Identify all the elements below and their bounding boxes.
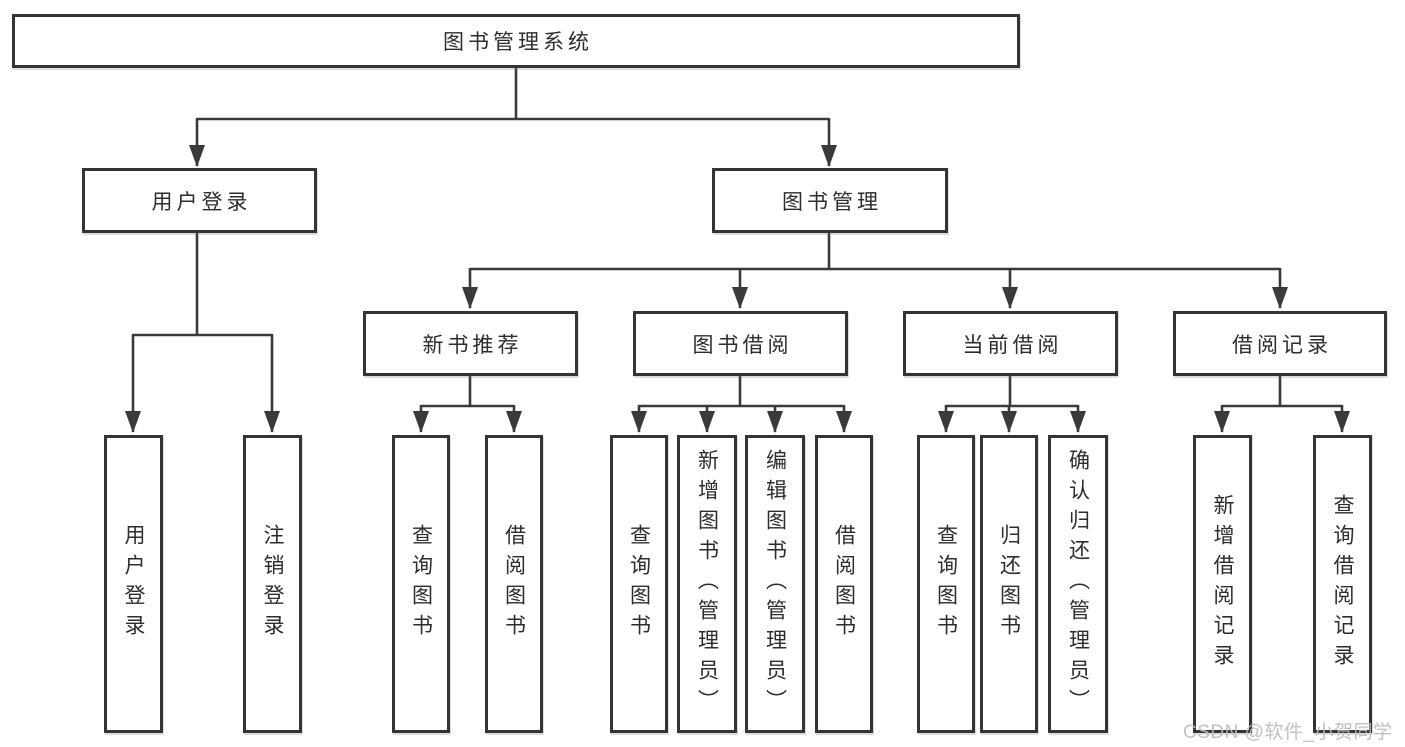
node-borrowing-records: 借阅记录 [1173, 311, 1387, 376]
node-confirm-return-admin: 确认归还（管理员） [1048, 435, 1108, 733]
branch-current-borrowing [938, 376, 1086, 433]
node-book-borrowing: 图书借阅 [633, 311, 848, 376]
node-borrow-books-recommend: 借阅图书 [485, 435, 543, 733]
node-add-borrow-record: 新增借阅记录 [1193, 435, 1252, 733]
branch-book-management [462, 233, 1288, 309]
node-new-book-recommend: 新书推荐 [363, 311, 578, 376]
node-add-book-admin: 新增图书（管理员） [677, 435, 737, 733]
node-current-borrowing: 当前借阅 [903, 311, 1118, 376]
node-logout: 注销登录 [243, 435, 302, 733]
branch-new-book-recommend [413, 376, 522, 433]
node-user-login: 用户登录 [104, 435, 163, 733]
node-return-books: 归还图书 [980, 435, 1038, 733]
node-query-books-recommend: 查询图书 [392, 435, 450, 733]
node-library-management-system: 图书管理系统 [12, 14, 1020, 68]
node-user-login-group: 用户登录 [82, 168, 317, 233]
branch-user-login [125, 233, 280, 433]
node-query-books-current: 查询图书 [917, 435, 975, 733]
branch-root [189, 68, 837, 167]
branch-borrowing-records [1214, 376, 1350, 433]
node-query-borrow-record: 查询借阅记录 [1313, 435, 1372, 733]
node-book-management: 图书管理 [712, 168, 948, 233]
node-query-books-borrowing: 查询图书 [610, 435, 668, 733]
branch-book-borrowing [631, 376, 852, 433]
node-edit-book-admin: 编辑图书（管理员） [745, 435, 805, 733]
csdn-watermark: CSDN @软件_小贺同学 [1183, 722, 1393, 743]
node-borrow-books-borrowing: 借阅图书 [815, 435, 873, 733]
